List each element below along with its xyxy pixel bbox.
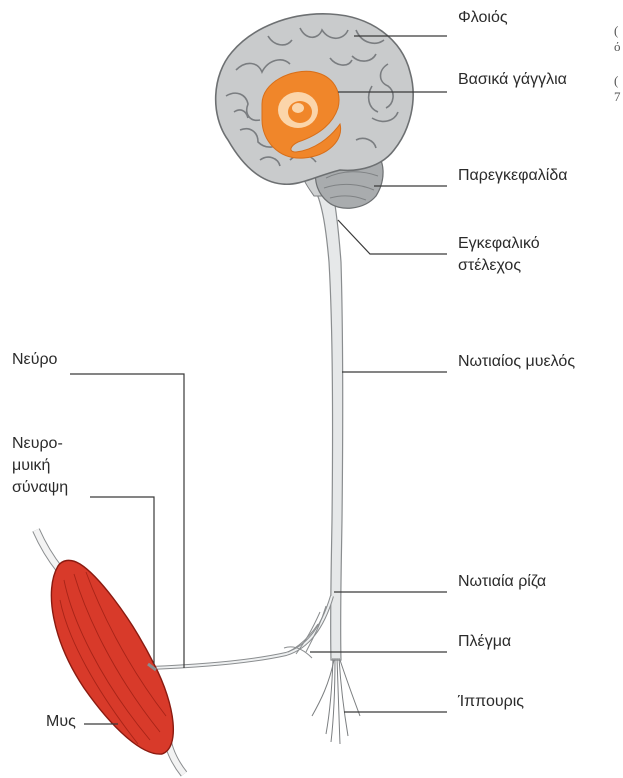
plexus (284, 606, 326, 658)
cauda-equina (312, 658, 360, 744)
label-brainstem-line2: στέλεχος (458, 256, 521, 276)
label-nmj-line2: μυική (12, 456, 50, 476)
label-spinal-cord: Νωτιαίος μυελός (458, 352, 575, 372)
peripheral-nerve (150, 596, 332, 668)
label-nmj-line1: Νευρο- (12, 434, 63, 454)
label-muscle: Μυς (46, 712, 76, 732)
spinal-cord (313, 182, 343, 660)
cut-off-text-2: ό (614, 40, 621, 54)
cut-off-text-1: ( (614, 24, 618, 38)
label-nmj-line3: σύναψη (12, 478, 68, 498)
label-plexus: Πλέγμα (458, 632, 511, 652)
label-basal-ganglia: Βασικά γάγγλια (458, 70, 567, 90)
cut-off-text-4: 7 (614, 90, 621, 104)
cut-off-text-3: ( (614, 74, 618, 88)
leader-brainstem (338, 220, 447, 254)
label-cerebellum: Παρεγκεφαλίδα (458, 166, 568, 186)
muscle (36, 530, 184, 774)
label-cauda-equina: Ίππουρις (458, 692, 524, 712)
label-nerve: Νεύρο (12, 350, 57, 370)
label-brainstem-line1: Εγκεφαλικό (458, 234, 540, 254)
label-dorsal-root: Νωτιαία ρίζα (458, 572, 546, 592)
label-cortex: Φλοιός (458, 8, 508, 28)
